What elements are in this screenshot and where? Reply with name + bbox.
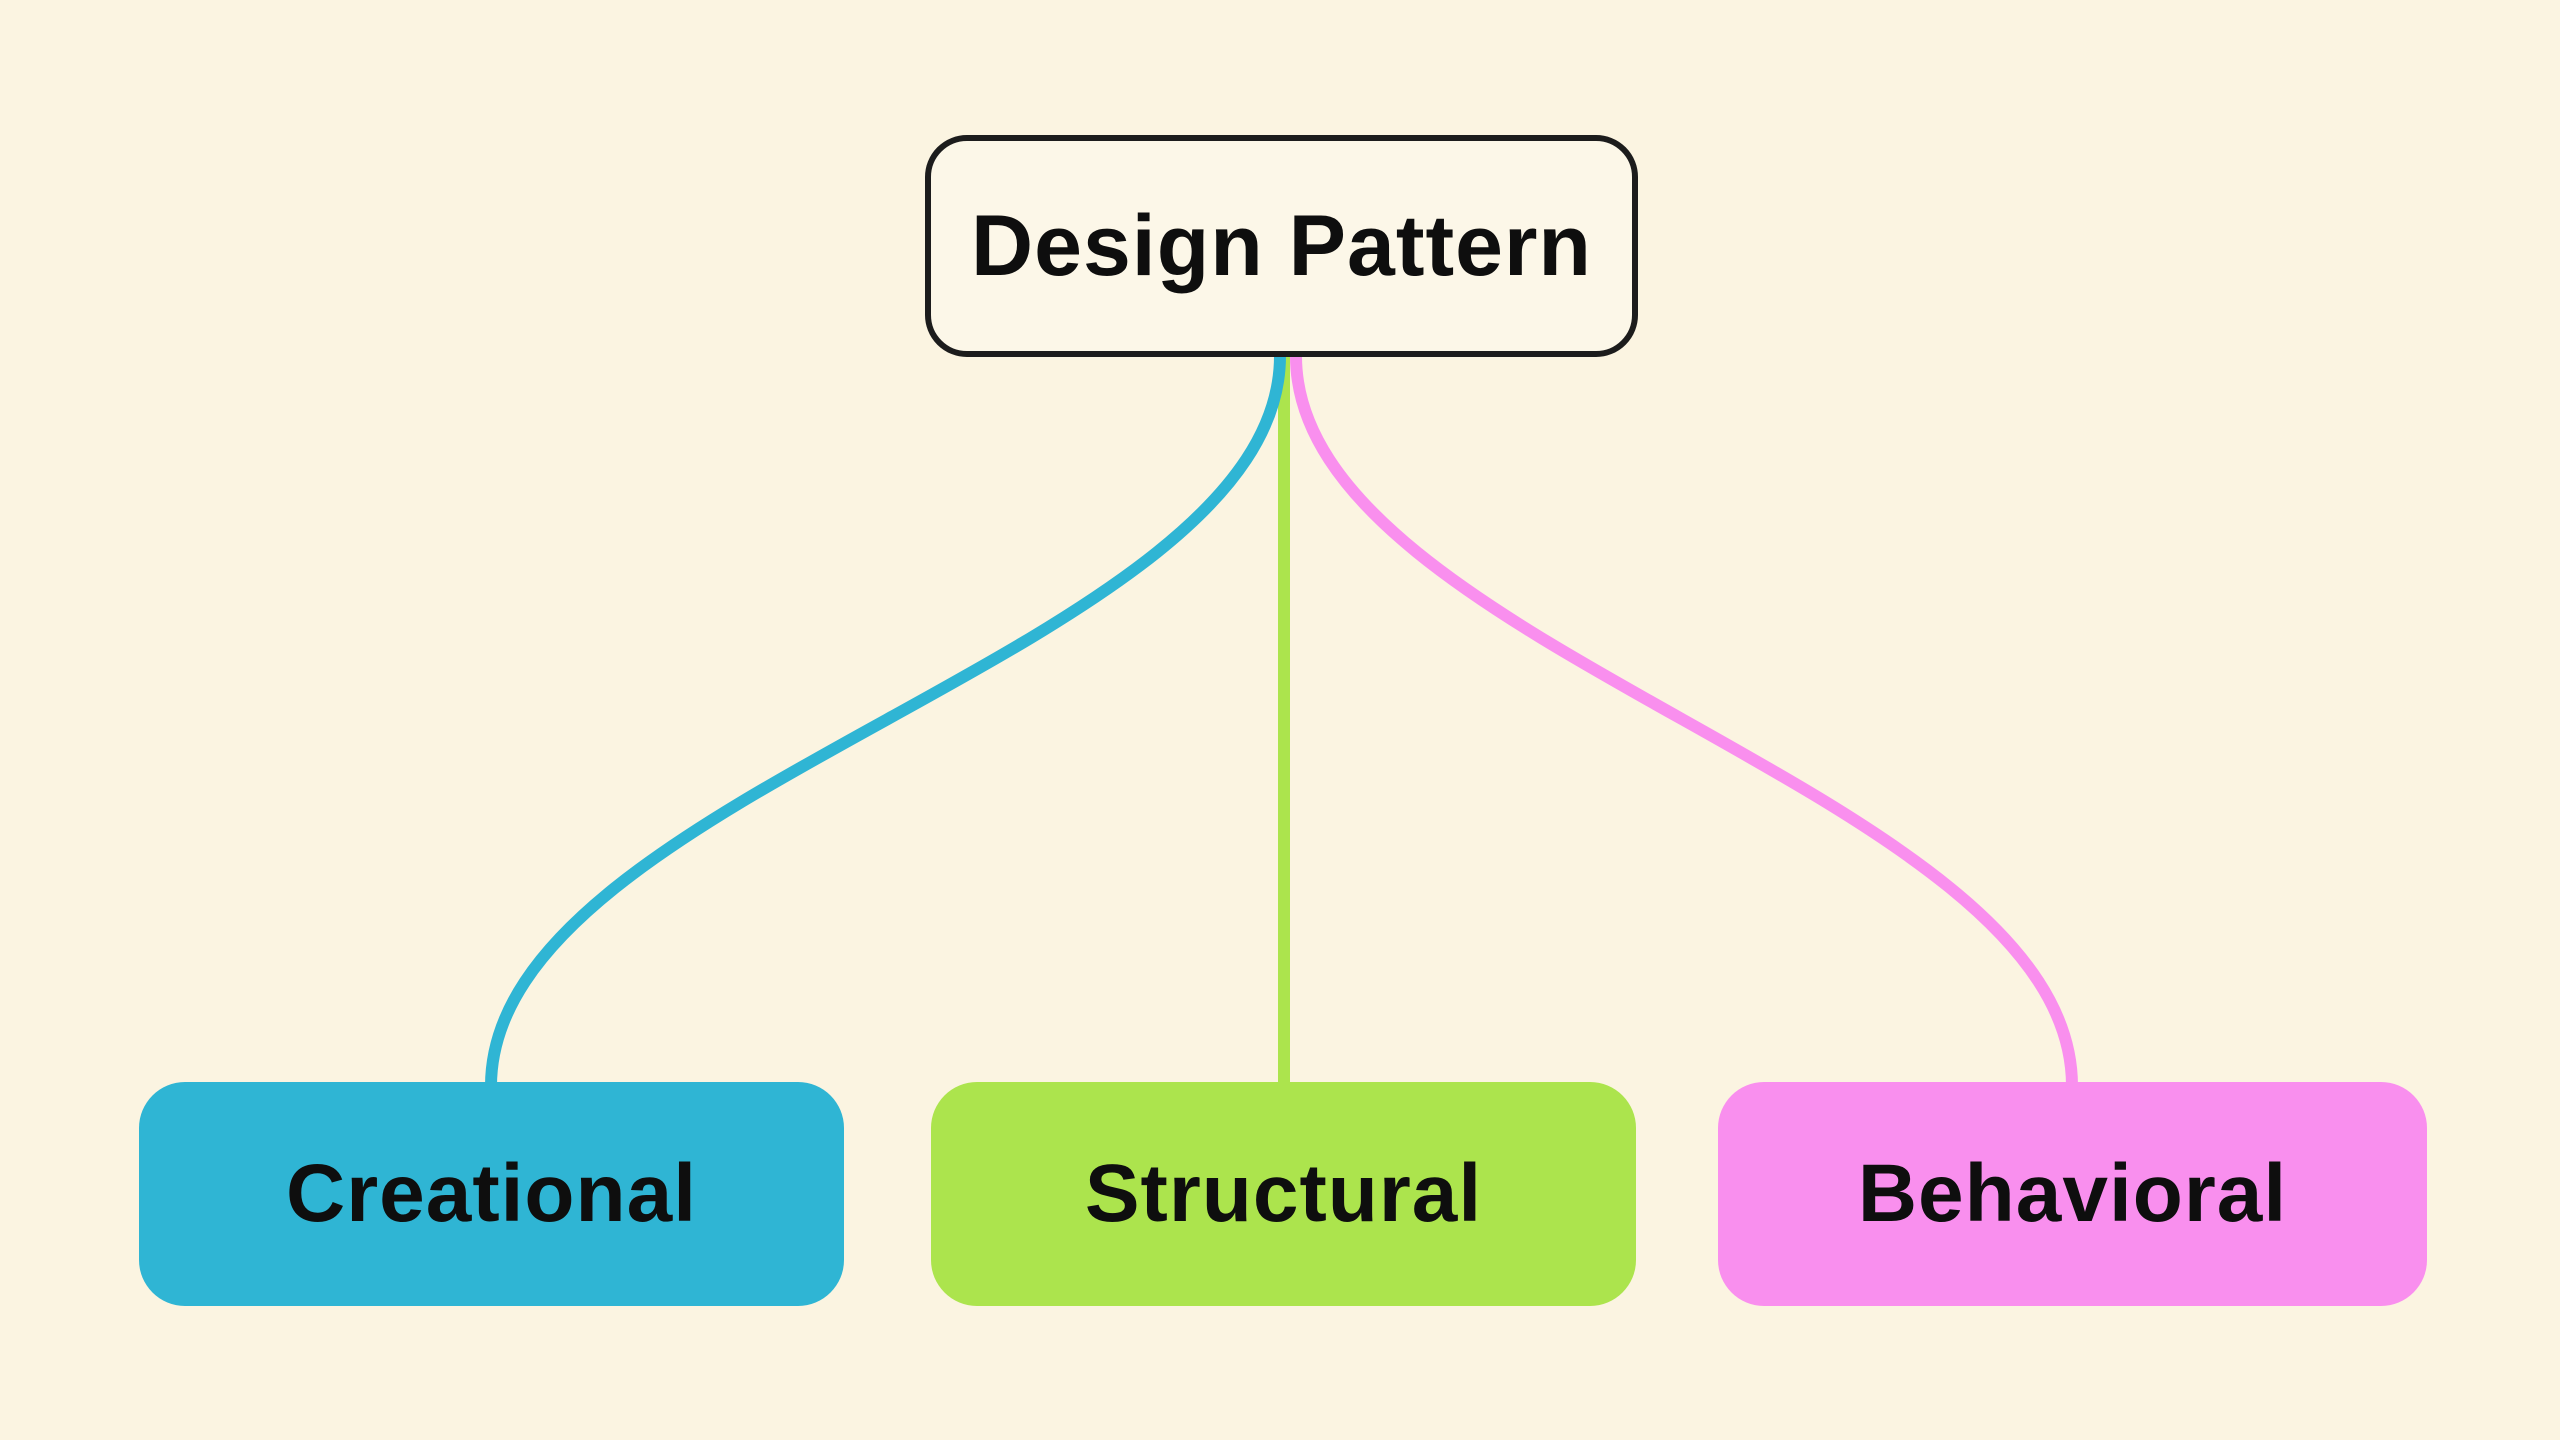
- child-node-creational: Creational: [139, 1082, 844, 1306]
- connector-root-to-creational: [485, 350, 1286, 1092]
- child-node-label: Behavioral: [1857, 1148, 2288, 1239]
- child-node-behavioral: Behavioral: [1718, 1082, 2427, 1306]
- connector-root-to-behavioral: [1290, 350, 2078, 1092]
- root-node-design-pattern: Design Pattern: [925, 135, 1638, 357]
- child-node-label: Structural: [1084, 1148, 1483, 1239]
- root-node-label: Design Pattern: [971, 197, 1592, 294]
- child-node-structural: Structural: [931, 1082, 1636, 1306]
- child-node-label: Creational: [286, 1148, 697, 1239]
